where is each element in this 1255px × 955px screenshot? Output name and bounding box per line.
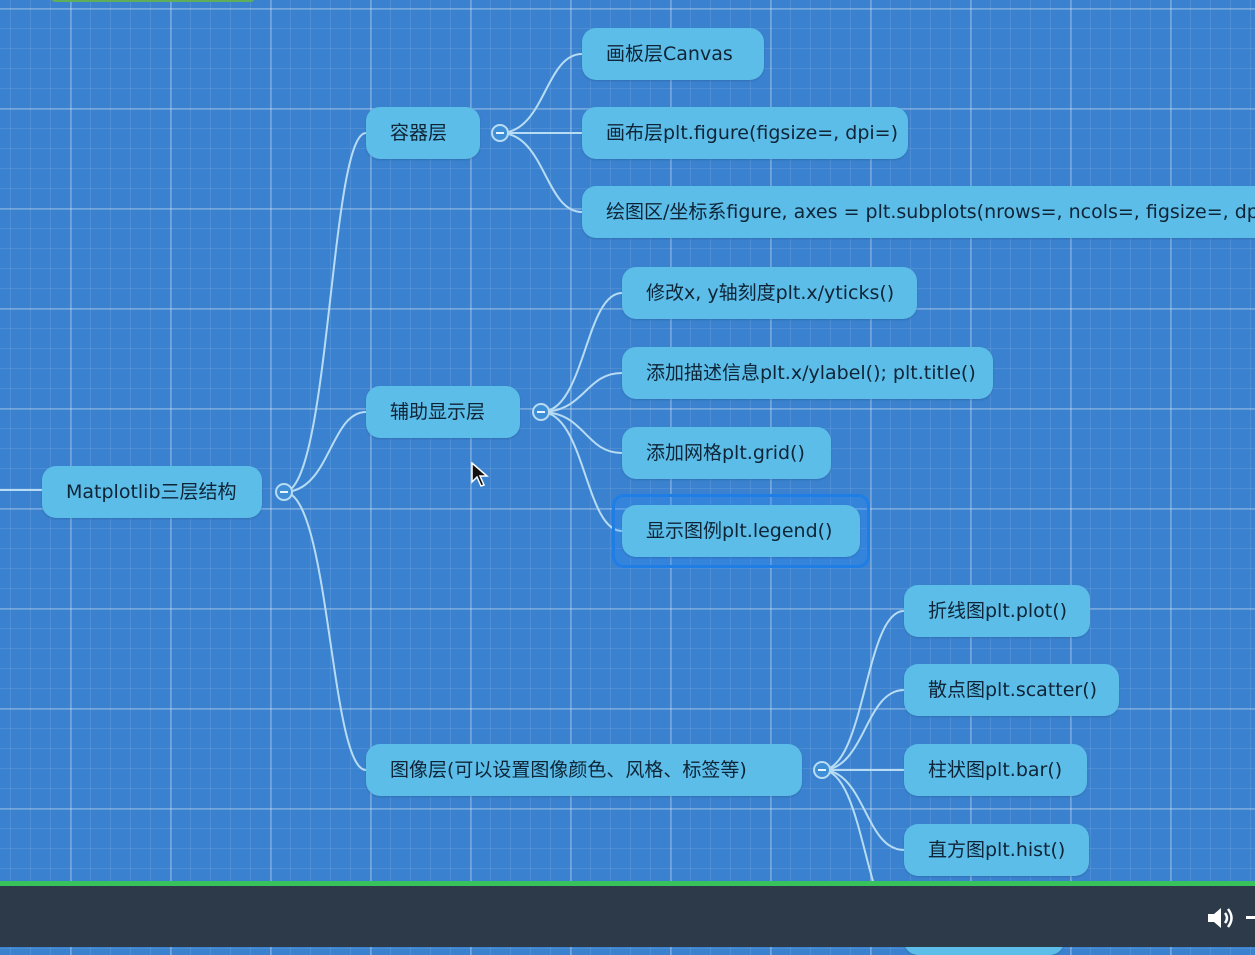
collapse-helper-icon[interactable] xyxy=(532,403,550,421)
volume-icon[interactable] xyxy=(1206,905,1238,931)
leaf-canvas[interactable]: 画板层Canvas xyxy=(582,28,764,80)
collapse-container-icon[interactable] xyxy=(491,124,509,142)
branch-image-layer[interactable]: 图像层(可以设置图像颜色、风格、标签等) xyxy=(366,744,802,796)
leaf-ticks[interactable]: 修改x, y轴刻度plt.x/yticks() xyxy=(622,267,917,319)
collapse-image-icon[interactable] xyxy=(813,761,831,779)
root-node[interactable]: Matplotlib三层结构 xyxy=(42,466,262,518)
leaf-scatter[interactable]: 散点图plt.scatter() xyxy=(904,664,1119,716)
collapse-root-icon[interactable] xyxy=(275,483,293,501)
leaf-plot[interactable]: 折线图plt.plot() xyxy=(904,585,1090,637)
branch-helper-layer[interactable]: 辅助显示层 xyxy=(366,386,520,438)
branch-container-layer[interactable]: 容器层 xyxy=(366,107,480,159)
leaf-figure[interactable]: 画布层plt.figure(figsize=, dpi=) xyxy=(582,107,908,159)
leaf-grid[interactable]: 添加网格plt.grid() xyxy=(622,427,831,479)
progress-bar[interactable] xyxy=(0,881,1255,886)
leaf-labels[interactable]: 添加描述信息plt.x/ylabel(); plt.title() xyxy=(622,347,993,399)
leaf-subplots[interactable]: 绘图区/坐标系figure, axes = plt.subplots(nrows… xyxy=(582,186,1255,238)
leaf-legend[interactable]: 显示图例plt.legend() xyxy=(622,505,860,557)
volume-slider-stub[interactable] xyxy=(1246,916,1255,919)
video-player-bar xyxy=(0,881,1255,947)
leaf-hist[interactable]: 直方图plt.hist() xyxy=(904,824,1089,876)
leaf-bar[interactable]: 柱状图plt.bar() xyxy=(904,744,1087,796)
mouse-cursor-icon xyxy=(471,462,489,487)
top-tab-strip xyxy=(52,0,254,2)
